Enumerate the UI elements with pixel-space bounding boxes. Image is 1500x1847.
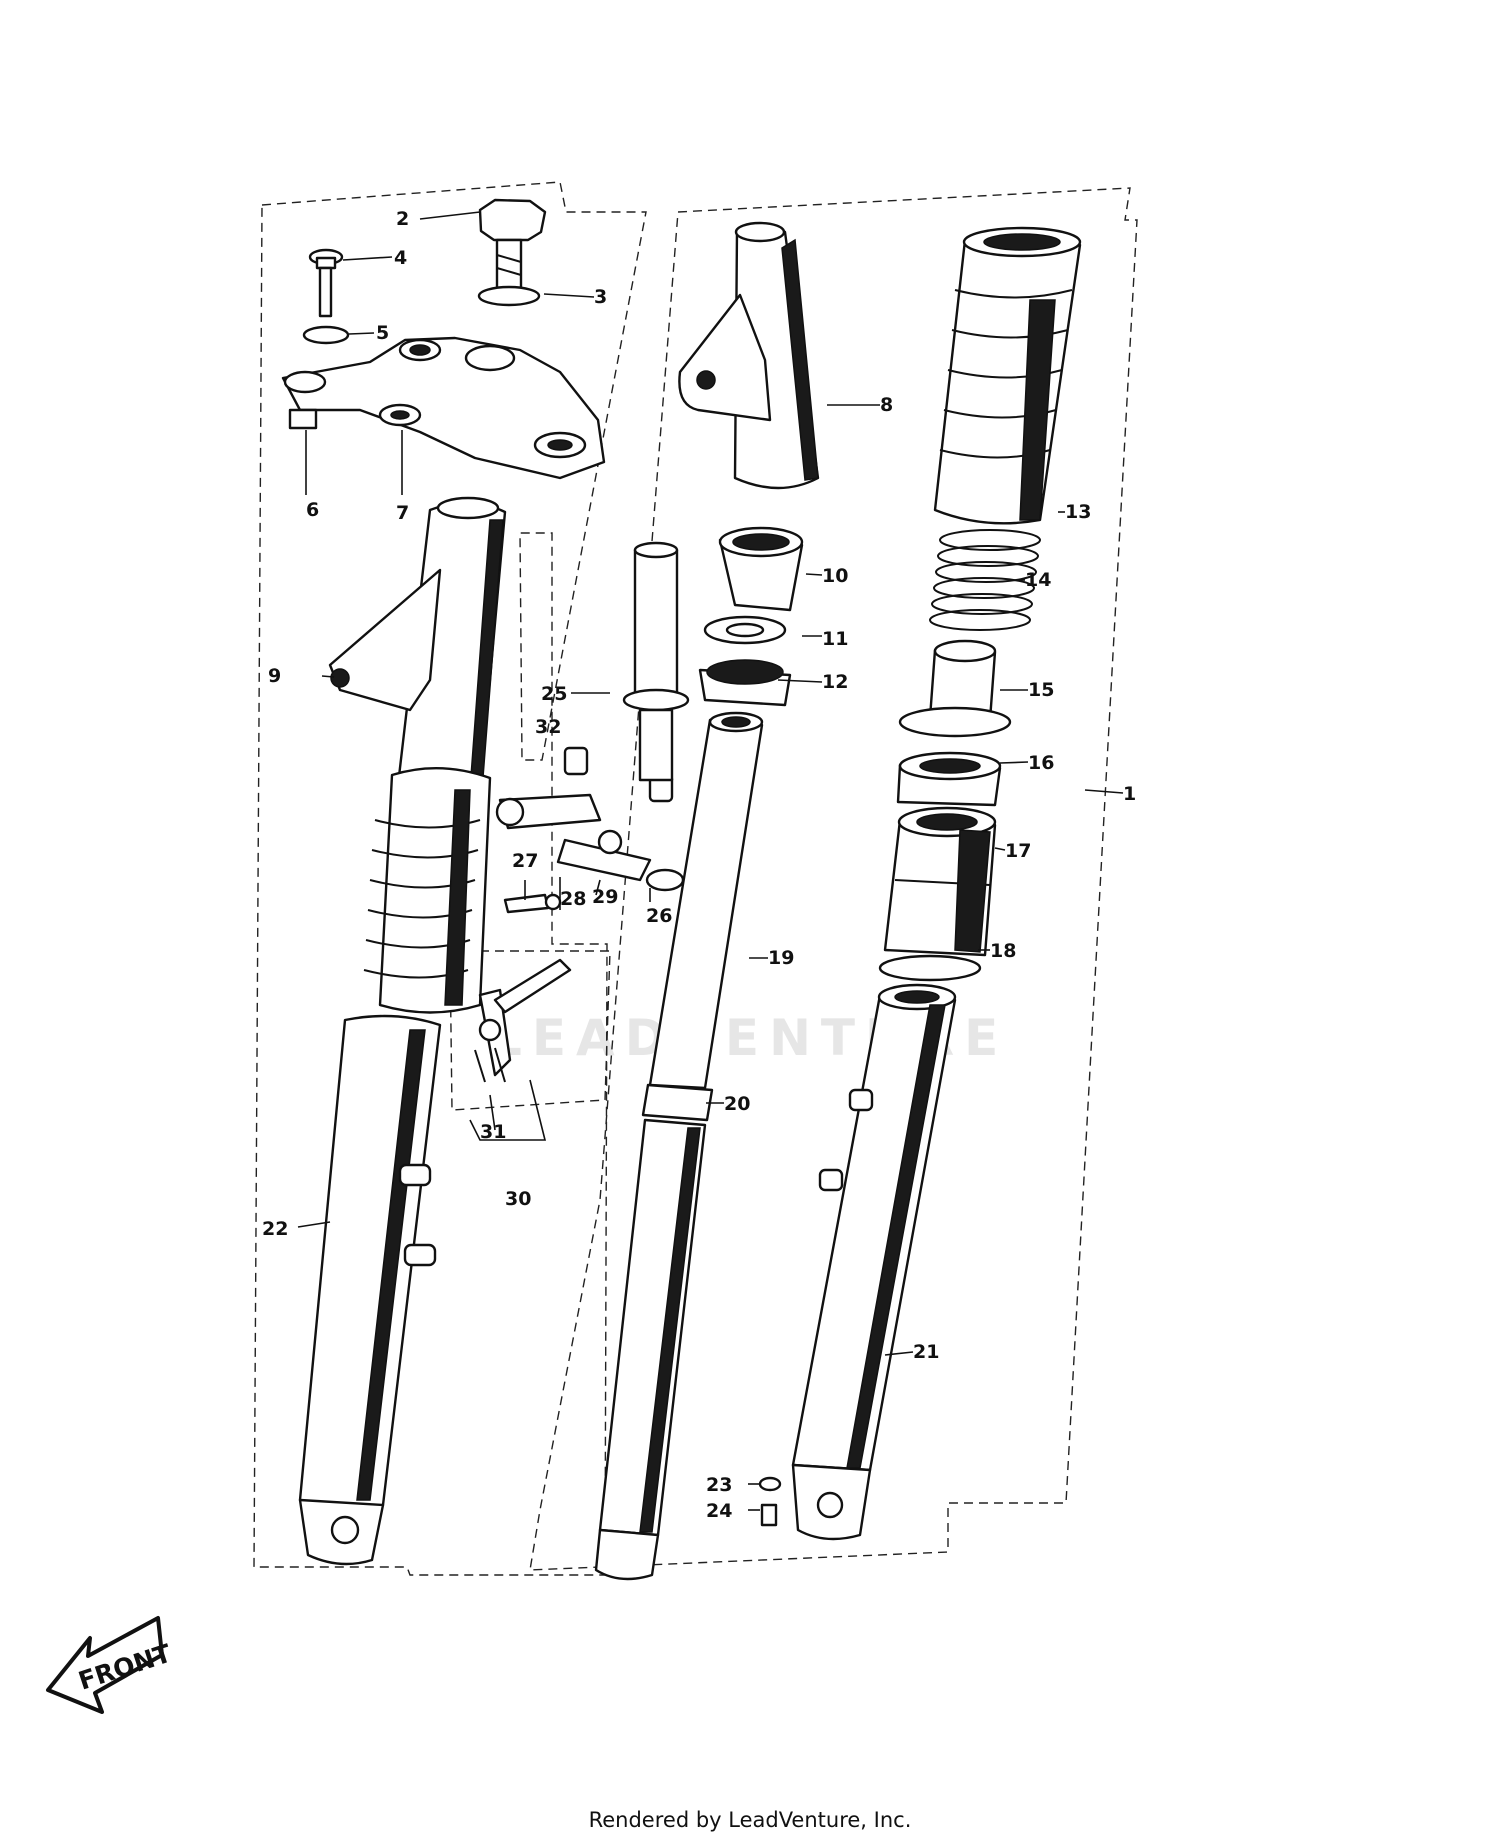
part-19-middle-fork-tube [594, 711, 764, 1581]
part-22-left-fork-leg [298, 766, 492, 1566]
callout-labels: 1 2 3 4 5 6 7 8 9 10 11 12 13 14 15 16 1… [262, 208, 1136, 1522]
callout-30: 30 [505, 1188, 531, 1210]
callout-2: 2 [396, 208, 409, 230]
part-8-headlight-bracket [678, 221, 820, 490]
callout-16: 16 [1028, 752, 1054, 774]
parts-23-24-drain-screw [758, 1476, 782, 1527]
callout-14: 14 [1025, 569, 1051, 591]
front-direction-arrow: FRONT [46, 1616, 175, 1714]
part-15-bushing [898, 639, 1012, 738]
callout-10: 10 [822, 565, 848, 587]
callout-8: 8 [880, 394, 893, 416]
part-3-washer [477, 285, 541, 307]
callout-6: 6 [306, 499, 319, 521]
callout-25: 25 [541, 683, 567, 705]
part-17-guide [883, 806, 997, 957]
part-5-washer [302, 325, 350, 345]
callout-23: 23 [706, 1474, 732, 1496]
callout-4: 4 [394, 247, 407, 269]
leader-lines [297, 211, 1124, 1511]
callout-15: 15 [1028, 679, 1054, 701]
part-25-inner-tube-top [622, 541, 690, 782]
part-16-oil-seal [896, 751, 1002, 807]
part-7-top-bracket [281, 336, 606, 480]
callout-22: 22 [262, 1218, 288, 1240]
callout-24: 24 [706, 1500, 732, 1522]
part-14-spring [929, 529, 1041, 631]
part-9-headlight-bracket [328, 496, 507, 796]
assembly-frames [253, 181, 1138, 1576]
callout-1: 1 [1123, 783, 1136, 805]
callout-20: 20 [724, 1093, 750, 1115]
footer-credit: Rendered by LeadVenture, Inc. [588, 1808, 912, 1832]
callout-29: 29 [592, 886, 618, 908]
callout-19: 19 [768, 947, 794, 969]
callout-12: 12 [822, 671, 848, 693]
callout-32: 32 [535, 716, 561, 738]
callout-31: 31 [480, 1121, 506, 1143]
part-21-outer-tube [791, 983, 957, 1541]
callout-9: 9 [268, 665, 281, 687]
part-18-ring [878, 954, 982, 982]
part-13-dust-boot [933, 226, 1082, 525]
callout-28: 28 [560, 888, 586, 910]
callout-7: 7 [396, 502, 409, 524]
callout-27: 27 [512, 850, 538, 872]
part-4-bolt [308, 248, 344, 318]
parts-26-29-linkage [495, 746, 685, 914]
callout-11: 11 [822, 628, 848, 650]
callout-13: 13 [1065, 501, 1091, 523]
parts-30-31-clamp [474, 958, 572, 1083]
parts-10-12-seals [698, 526, 804, 707]
callout-3: 3 [594, 286, 607, 308]
callout-17: 17 [1005, 840, 1031, 862]
callout-5: 5 [376, 322, 389, 344]
callout-18: 18 [990, 940, 1016, 962]
callout-26: 26 [646, 905, 672, 927]
callout-21: 21 [913, 1341, 939, 1363]
